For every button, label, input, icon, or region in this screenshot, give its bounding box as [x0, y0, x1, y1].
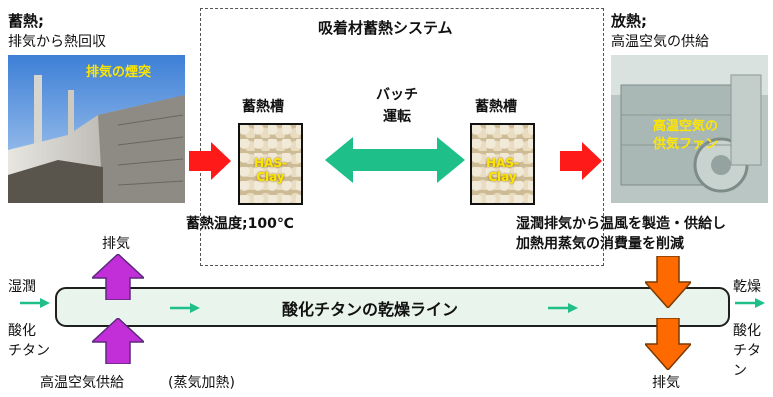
system-box	[200, 8, 604, 266]
fan-photo: 高温空気の 供気ファン	[611, 55, 768, 203]
flow-arrow-1	[170, 303, 200, 313]
tank-left-material: HAS-Clay	[254, 156, 287, 184]
storage-temp: 蓄熱温度;100℃	[186, 216, 294, 232]
input-label-top: 湿潤	[8, 279, 36, 295]
right-title: 放熱;	[611, 12, 647, 30]
input-label-bottom-2: チタン	[8, 343, 50, 359]
note-line-1: 湿潤排気から温風を製造・供給し	[516, 216, 726, 232]
drying-line-bar	[55, 287, 730, 327]
chimney-photo: 排気の煙突	[8, 55, 185, 203]
tank-left: HAS-Clay	[238, 123, 303, 205]
batch-double-arrow	[325, 137, 465, 183]
exhaust-right-label: 排気	[652, 375, 680, 391]
chimney-photo-label: 排気の煙突	[86, 65, 152, 80]
output-label-bottom-1: 酸化	[733, 323, 761, 339]
exhaust-left-label: 排気	[102, 236, 130, 252]
output-label-top: 乾燥	[733, 279, 761, 295]
left-subtitle: 排気から熱回収	[8, 34, 106, 50]
system-title: 吸着材蓄熱システム	[318, 19, 453, 37]
supply-left-label: 高温空気供給	[40, 375, 124, 391]
right-subtitle: 高温空気の供給	[611, 34, 709, 50]
supply-up-arrow	[92, 318, 144, 364]
fan-photo-label-1: 高温空気の	[653, 119, 719, 134]
outflow-arrow	[735, 298, 765, 308]
drying-line-label: 酸化チタンの乾燥ライン	[282, 300, 459, 319]
inflow-arrow	[20, 298, 50, 308]
tank-right-material: HAS-Clay	[486, 156, 519, 184]
batch-label-2: 運転	[383, 109, 411, 125]
supply-left-note: (蒸気加熱)	[168, 375, 235, 391]
flow-arrow-2	[548, 303, 578, 313]
left-title: 蓄熱;	[8, 12, 44, 30]
hot-air-down-arrow	[645, 256, 691, 308]
red-arrow-in	[189, 142, 231, 180]
tank-right: HAS-Clay	[470, 123, 535, 205]
tank-left-label: 蓄熱槽	[242, 99, 284, 115]
input-label-bottom-1: 酸化	[8, 323, 36, 339]
tank-right-label: 蓄熱槽	[475, 99, 517, 115]
exhaust-up-arrow	[92, 254, 144, 300]
note-line-2: 加熱用蒸気の消費量を削減	[516, 236, 684, 252]
output-label-bottom-2: チタン	[733, 343, 761, 379]
red-arrow-out	[560, 142, 602, 180]
fan-photo-label-2: 供気ファン	[653, 137, 719, 152]
batch-label-1: バッチ	[376, 87, 418, 103]
exhaust-down-arrow	[645, 318, 691, 370]
